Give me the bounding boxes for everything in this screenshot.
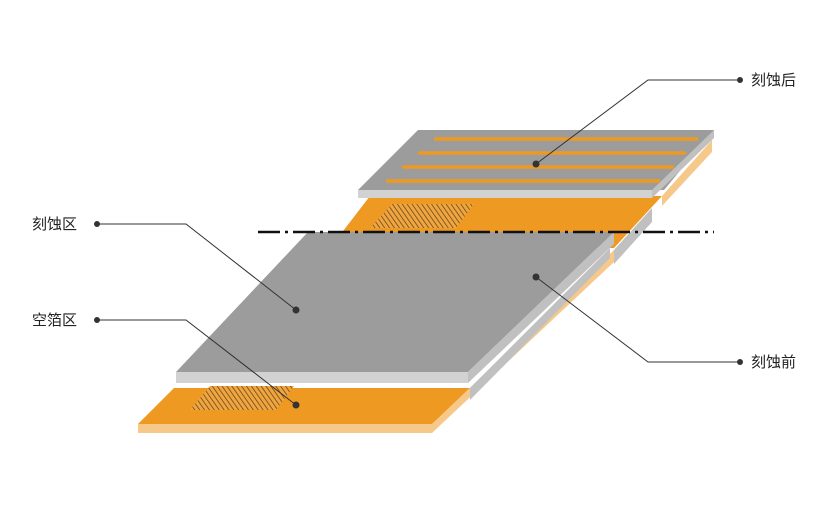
back-plate-right-edge [652,130,714,198]
leader-etch-zone [97,223,297,311]
back-etched-plate [358,130,714,190]
leader-dot [737,77,743,83]
leader-dot [737,359,743,365]
front-copper-front-edge [138,424,432,433]
front-copper-foil [138,388,472,424]
front-stack [138,232,614,433]
leader-foil-zone [97,319,297,406]
front-plate-front-edge [176,372,468,383]
label-before-etch: 刻蚀前 [751,353,797,371]
leader-dot [94,317,100,323]
label-after-etch: 刻蚀后 [751,71,797,89]
leader-dot [292,306,300,314]
leader-before-etch [535,276,740,363]
back-copper-side [662,140,712,206]
front-foil-hatch [190,386,294,410]
etched-stripes [386,137,698,183]
back-metal-side [614,208,652,264]
front-plate-right-edge [468,232,614,383]
leader-lines [94,77,743,409]
leader-dot [292,401,300,409]
label-foil-zone: 空箔区 [32,311,78,329]
back-plate-front-edge [358,190,652,198]
leader-dot [532,273,540,281]
leader-dot [94,221,100,227]
label-etch-zone: 刻蚀区 [32,215,78,233]
leader-dot [532,160,540,168]
back-foil-hatch [370,204,474,228]
leader-after-etch [535,79,740,165]
front-metal-right-side [470,248,610,400]
